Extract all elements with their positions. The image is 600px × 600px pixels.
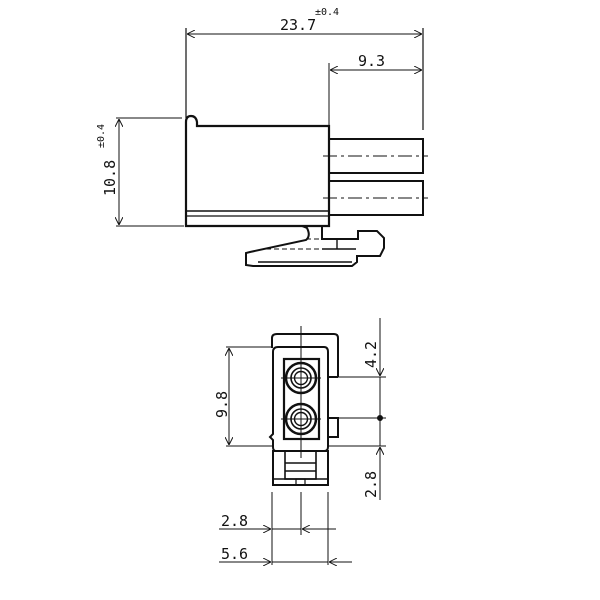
dimension-body-height: 9.8 — [213, 346, 272, 447]
dimension-height: 10.8 ±0.4 — [96, 117, 184, 227]
dimension-overall-length: 23.7 ±0.4 — [187, 7, 422, 34]
overall-length-label: 23.7 — [280, 16, 316, 34]
dimension-full-width: 5.6 — [219, 545, 352, 563]
full-width-label: 5.6 — [221, 545, 248, 563]
housing-body — [184, 114, 331, 228]
pin-protrusion-label: 9.3 — [358, 52, 385, 70]
top-offset-label: 4.2 — [362, 341, 380, 368]
side-view: 23.7 ±0.4 9.3 10.8 ±0.4 — [96, 7, 428, 267]
front-view: 9.8 4.2 2.8 2.8 — [213, 318, 386, 565]
bottom-offset-label: 2.8 — [362, 471, 380, 498]
dimension-pin-protrusion: 9.3 — [330, 52, 422, 70]
height-label: 10.8 — [101, 160, 119, 196]
body-height-label: 9.8 — [213, 391, 231, 418]
pins — [323, 138, 428, 216]
latch — [245, 225, 385, 267]
dimension-half-width: 2.8 — [219, 512, 336, 530]
height-tolerance: ±0.4 — [96, 124, 107, 148]
overall-length-tolerance: ±0.4 — [315, 7, 339, 18]
half-width-label: 2.8 — [221, 512, 248, 530]
latch-front — [272, 450, 329, 486]
dimension-vertical-offsets: 4.2 2.8 — [328, 318, 386, 500]
